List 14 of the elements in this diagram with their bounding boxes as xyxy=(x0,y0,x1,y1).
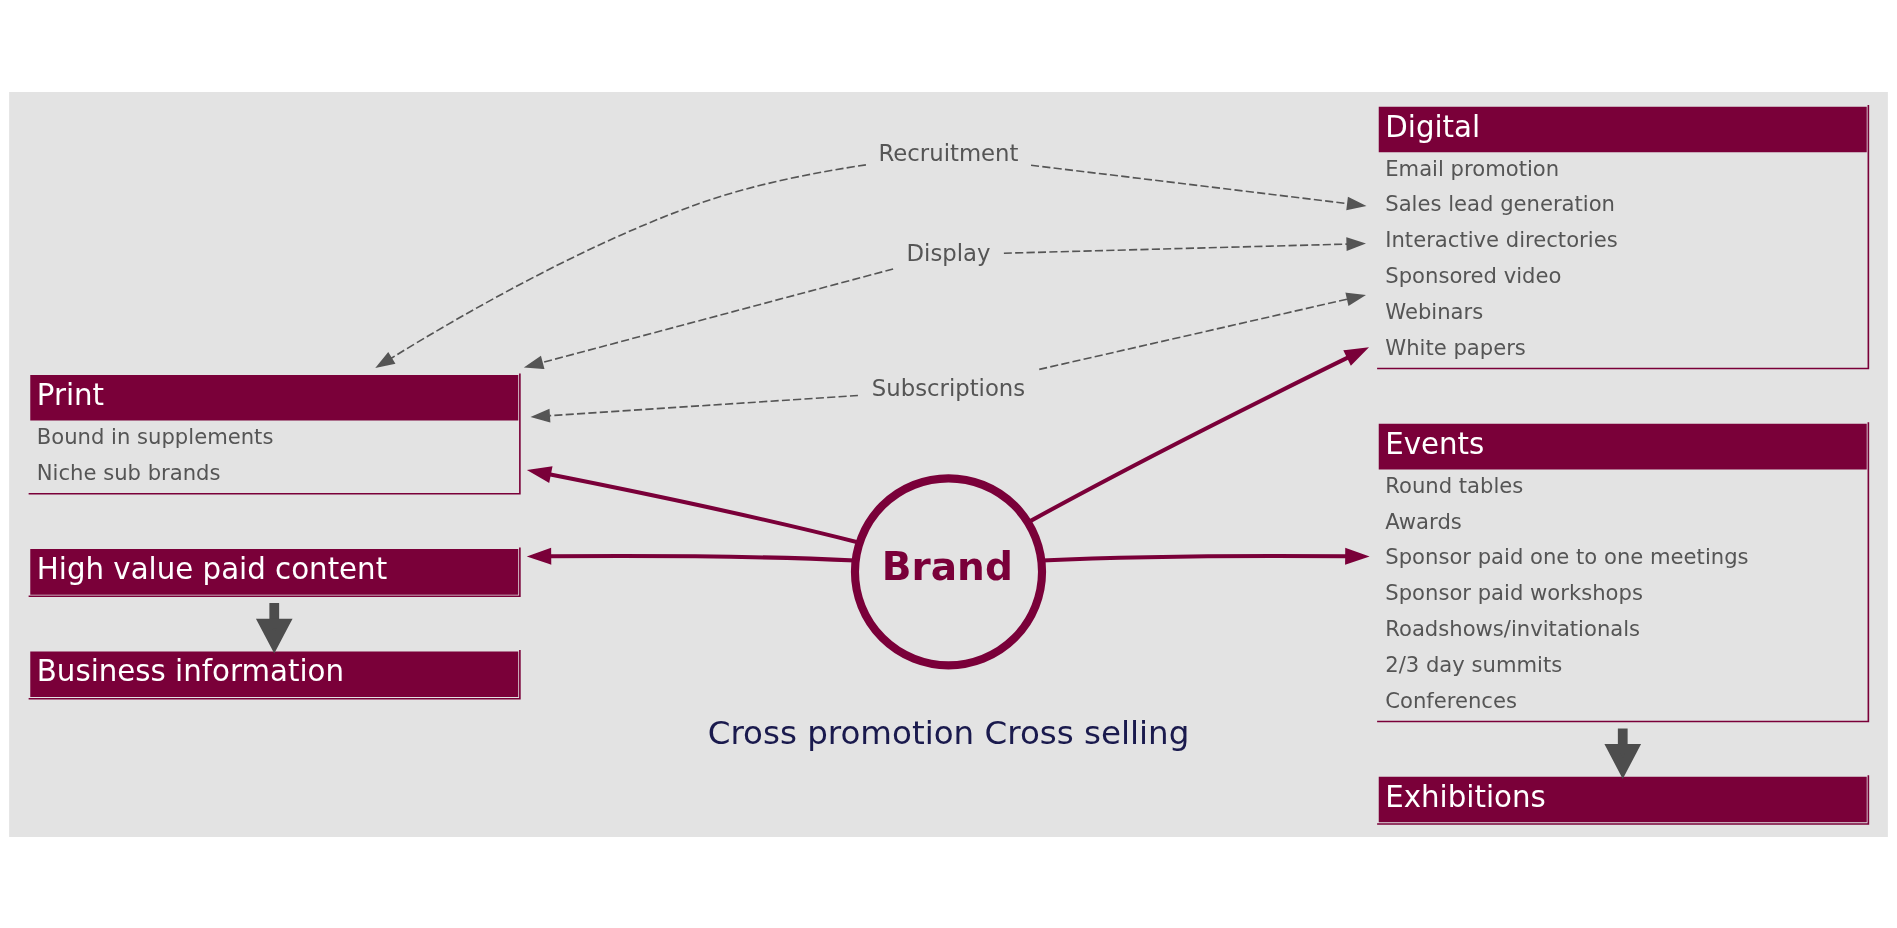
arrow xyxy=(523,267,894,369)
arrow xyxy=(1030,163,1367,210)
arrow xyxy=(1027,346,1369,524)
node-text: Display xyxy=(906,239,991,266)
node-label: Cross promotion Cross selling xyxy=(707,713,1190,752)
arrow xyxy=(530,394,859,422)
node-circle: Brand xyxy=(850,473,1047,669)
node-text: Recruitment xyxy=(878,139,1019,166)
arrow xyxy=(255,602,293,654)
arrow xyxy=(1003,236,1366,254)
arrow xyxy=(1038,292,1366,370)
node-text: Subscriptions xyxy=(871,374,1026,401)
arrow xyxy=(375,163,867,368)
arrow xyxy=(1604,728,1642,779)
